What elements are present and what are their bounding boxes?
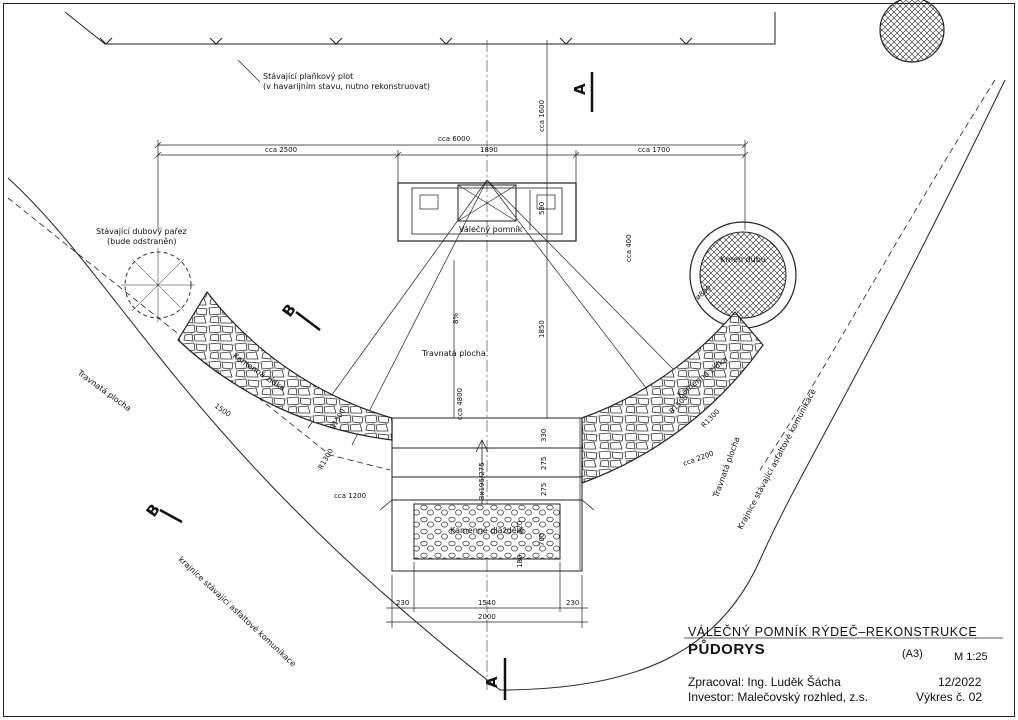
dim-320: 320 [516, 521, 524, 534]
dim-total: cca 6000 [438, 135, 470, 143]
dim-right: cca 1700 [638, 146, 670, 154]
tree-canopy-top [879, 0, 945, 63]
dim-center: 1890 [480, 146, 498, 154]
dim-400: cca 400 [625, 234, 633, 262]
title-block: VÁLEČNÝ POMNÍK RÝDEČ–REKONSTRUKCE PŮDORY… [688, 622, 1003, 714]
drawing-frame [3, 3, 1015, 717]
dim-230a: 230 [396, 599, 409, 607]
section-a-top: A [571, 83, 589, 95]
section-b-top: B [279, 301, 300, 321]
drawing-title: PŮDORYS [688, 641, 766, 658]
section-a-bottom: A [483, 676, 501, 688]
oak-trunk [699, 231, 787, 319]
sheet-number: Výkres č. 02 [916, 690, 983, 704]
steps-label: 3x195/275 [478, 462, 486, 500]
road-edges [7, 79, 1006, 691]
paving-label: Kamenné dlážděni [450, 525, 524, 535]
fence [64, 11, 776, 45]
grass-center-label: Travnatá plocha [421, 349, 486, 358]
investor: Investor: Malečovský rozhled, z.s. [688, 690, 869, 704]
dim-330: 330 [540, 429, 548, 442]
dim-275a: 275 [540, 457, 548, 470]
dim-arc-right: cca 2200 [682, 449, 715, 467]
dim-4800: cca 4800 [456, 388, 464, 420]
dim-r-left: R1300 [317, 447, 335, 471]
memorial-block-left [419, 194, 439, 210]
fence-leader [237, 59, 261, 83]
stone-paving [413, 503, 561, 560]
project-name: VÁLEČNÝ POMNÍK RÝDEČ–REKONSTRUKCE [688, 625, 978, 639]
road-right-label: Krajnice stávající asfaltové komunikace [735, 387, 818, 531]
dim-2000: 2000 [478, 613, 496, 621]
fence-note: (v havarijním stavu, nutno rekonstruovat… [263, 82, 430, 91]
grass-right-label: Travnatá plocha [711, 436, 742, 500]
dim-left: cca 2500 [265, 146, 297, 154]
dim-1540: 1540 [478, 599, 496, 607]
stump-cross [121, 248, 195, 322]
dim-580: 580 [538, 202, 546, 215]
dimension-lines-vertical [453, 40, 581, 570]
dim-arc-left: cca 1200 [334, 492, 366, 500]
stump-label: Stávající dubový pařez [96, 227, 187, 236]
date: 12/2022 [938, 675, 982, 689]
dim-wall-length: 1500 [213, 402, 232, 419]
dimension-lines-top [154, 140, 749, 230]
stone-wall-right [581, 311, 764, 484]
grass-left-label: Travnatá plocha [75, 368, 133, 413]
section-b-bottom: B [143, 501, 164, 521]
author: Zpracoval: Ing. Luděk Šácha [688, 675, 841, 689]
stump-note: (bude odstraněn) [107, 237, 176, 246]
oak-label: Kmen dubu [720, 255, 766, 264]
section-marks [159, 72, 594, 700]
dimension-lines-bottom [386, 562, 588, 628]
road-left-label: krajnice stávající asfaltové komunikace [177, 554, 299, 668]
fence-label: Stávající plaňkový plot [263, 71, 353, 81]
memorial-block-right [536, 194, 556, 210]
paper-format: (A3) [902, 648, 923, 660]
dim-slope: 8% [452, 313, 460, 324]
dim-275b: 275 [540, 483, 548, 496]
dim-1850: 1850 [538, 320, 546, 338]
dim-230b: 230 [566, 599, 579, 607]
sight-lines [307, 179, 677, 446]
dim-700: 700 [538, 533, 546, 546]
dim-north: cca 1600 [538, 100, 546, 132]
drawing-scale: M 1:25 [954, 651, 988, 663]
dim-180: 180 [516, 555, 524, 568]
memorial-label: Válečný pomník [459, 224, 523, 234]
